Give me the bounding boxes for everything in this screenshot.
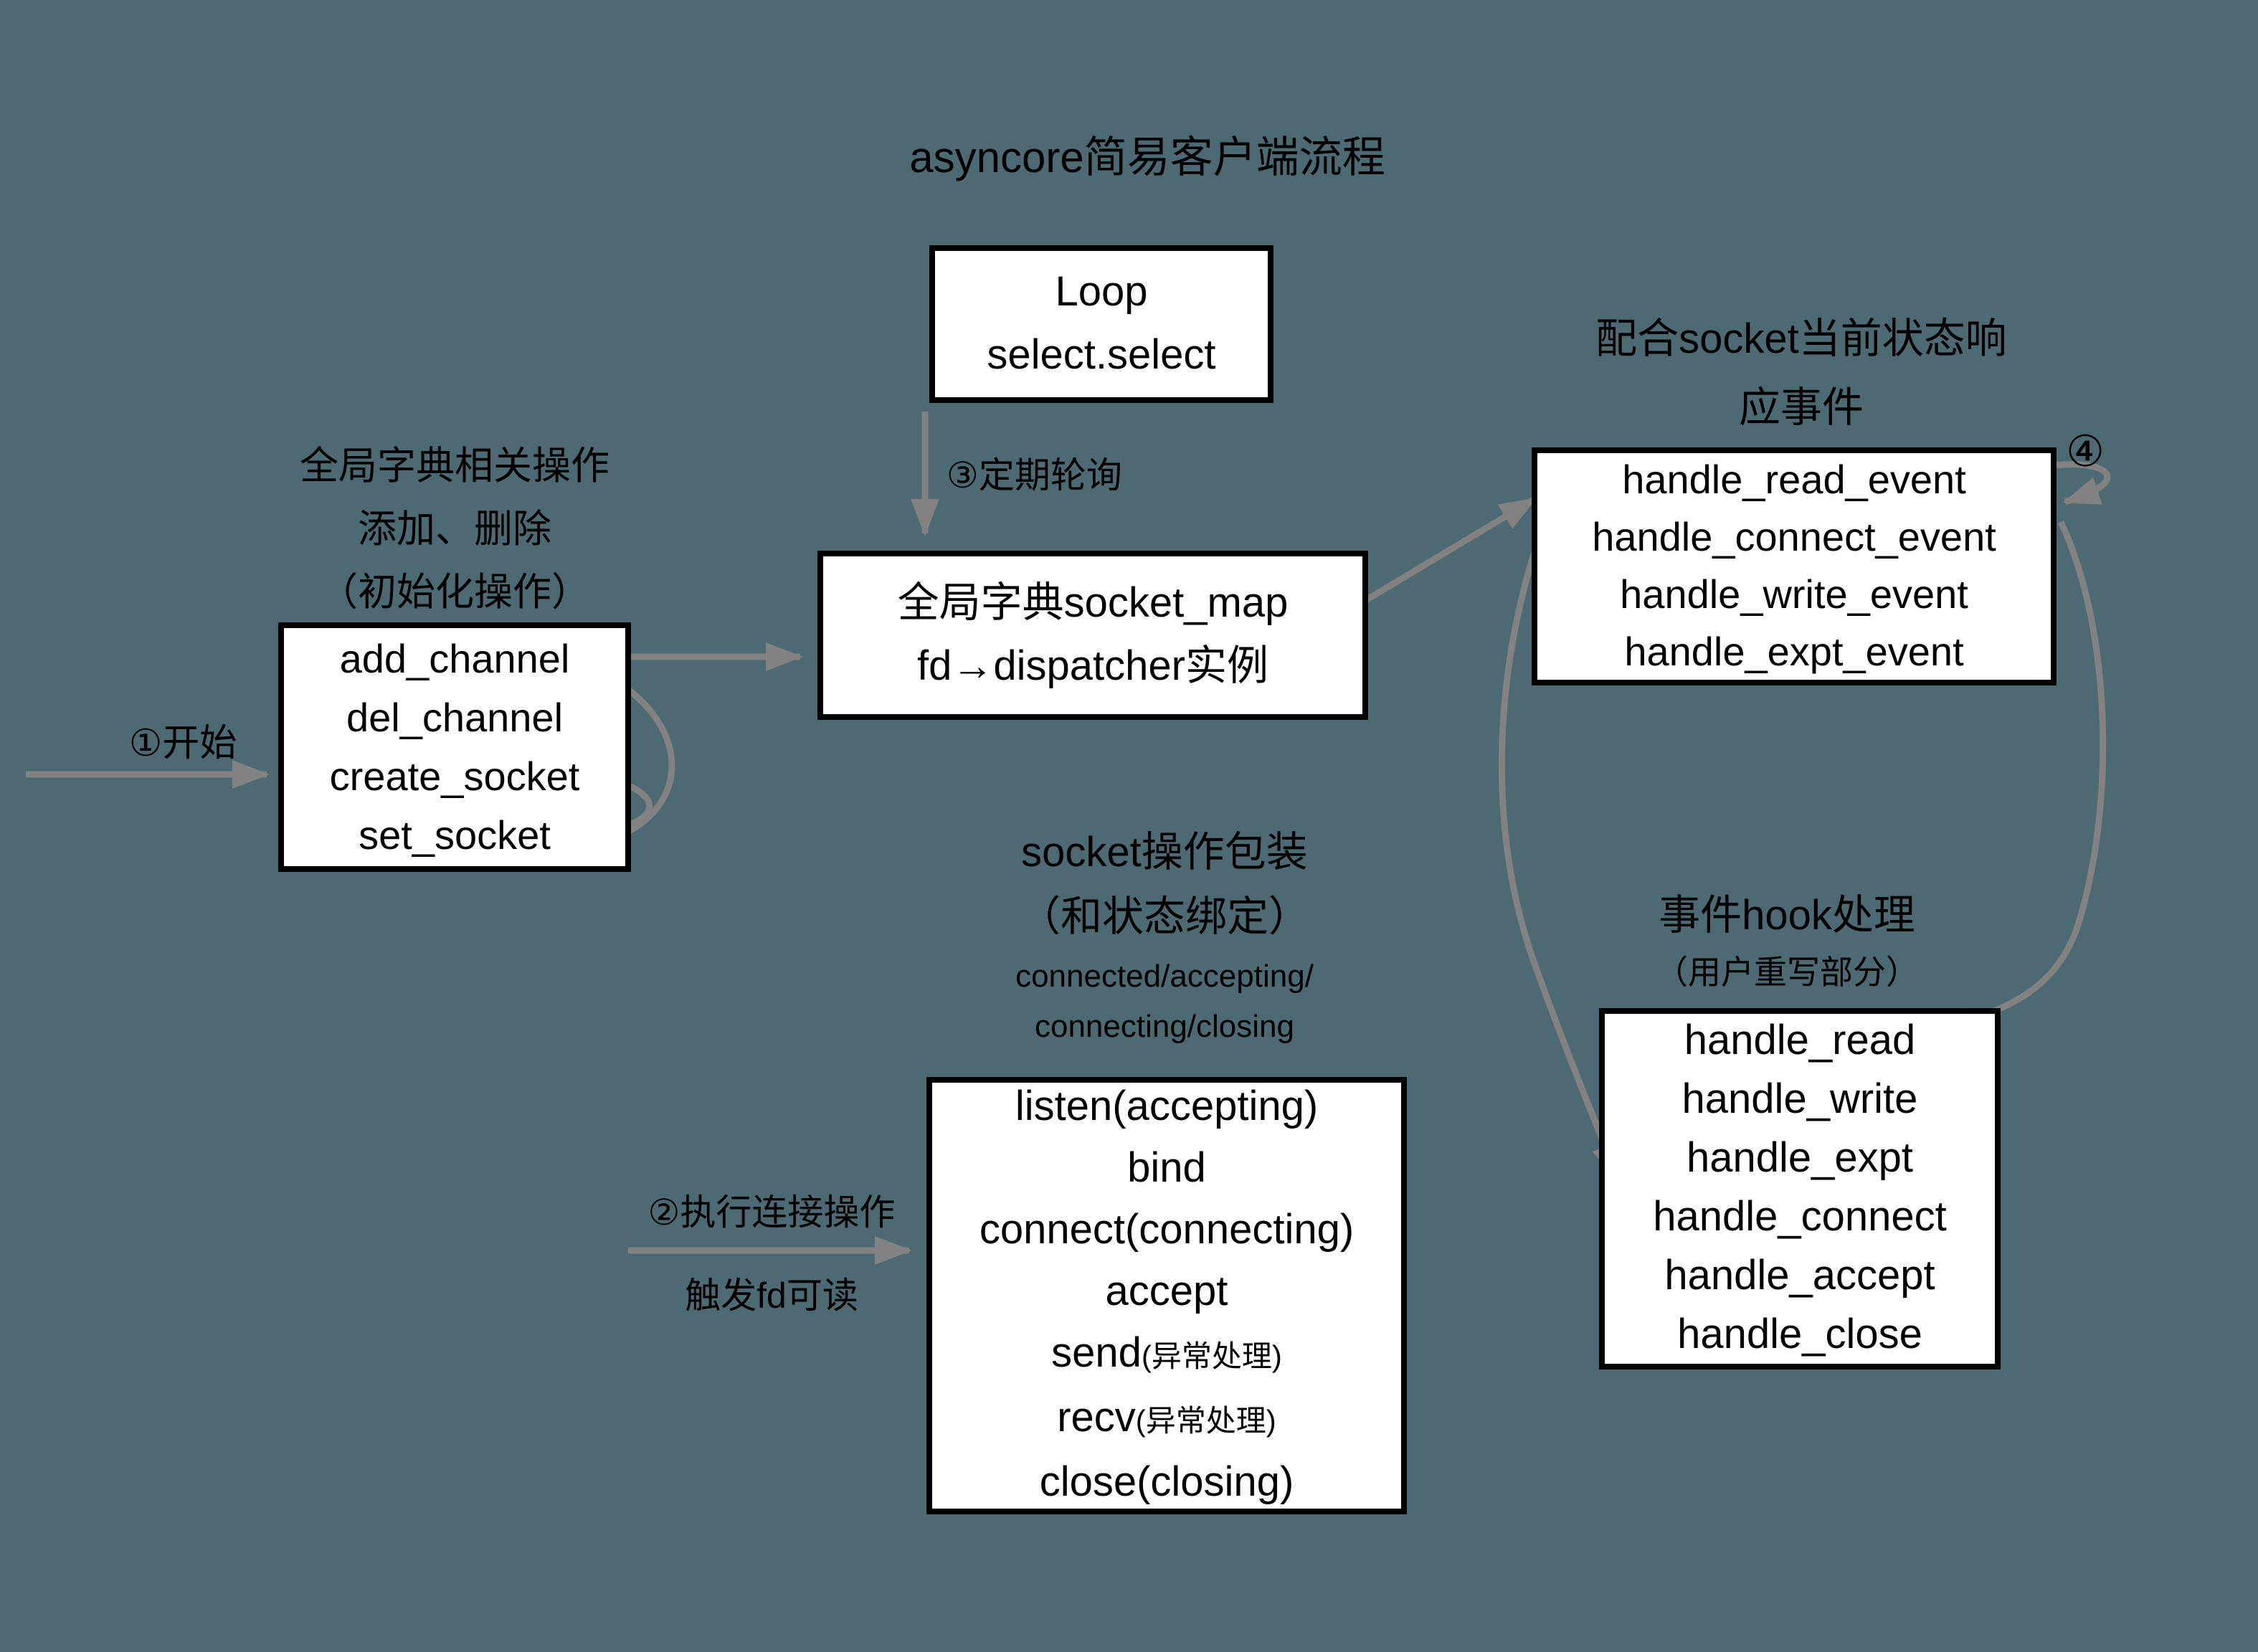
socket-wrap-label: socket操作包装 （和状态绑定） connected/accepting/ …	[878, 822, 1451, 1051]
arrow-events-to-handleconnect	[1498, 532, 1621, 1182]
wrap-line: connecting/closing	[1034, 1008, 1294, 1044]
box-line: handle_read	[1684, 1018, 1916, 1064]
hook-line: 事件hook处理	[1659, 893, 1915, 939]
hook-line: （用户重写部分）	[1655, 954, 1919, 991]
dict-ops-line: 添加、删除	[358, 508, 551, 551]
box-line: set_socket	[359, 813, 551, 858]
box-line: handle_read_event	[1622, 457, 1966, 502]
box-line: del_channel	[346, 696, 564, 740]
box-line: select.select	[987, 333, 1216, 379]
box-line: close(closing)	[1039, 1460, 1294, 1506]
respond-line: 配合socket当前状态响	[1595, 317, 2007, 363]
box-line: bind	[1127, 1146, 1206, 1192]
wrap-line: socket操作包装	[1021, 830, 1308, 876]
box-line: create_socket	[329, 754, 580, 799]
box-line: fd→dispatcher实例	[917, 644, 1268, 690]
box-line: listen(accepting)	[1015, 1084, 1319, 1130]
socket-map-box: 全局字典socket_map fd→dispatcher实例	[817, 551, 1368, 720]
box-line: handle_expt_event	[1624, 630, 1964, 674]
step3-poll-label: ③定期轮询	[947, 456, 1122, 496]
step4-badge: ④	[2066, 429, 2105, 476]
wrap-line: connected/accepting/	[1015, 958, 1314, 994]
respond-events-label: 配合socket当前状态响 应事件	[1500, 305, 2102, 443]
step2-label-line2: 触发fd可读	[685, 1276, 858, 1316]
dict-ops-line: （初始化操作）	[319, 571, 590, 614]
box-line: 全局字典socket_map	[897, 581, 1289, 627]
event-hook-label: 事件hook处理 （用户重写部分）	[1572, 886, 2002, 998]
box-line: handle_accept	[1664, 1253, 1935, 1299]
box-line: handle_write	[1681, 1077, 1918, 1123]
box-line: add_channel	[339, 637, 570, 681]
step2-label-line1: ②执行连接操作	[647, 1193, 896, 1233]
box-line: Loop	[1055, 270, 1148, 315]
box-line: handle_close	[1677, 1312, 1922, 1358]
channel-functions-box: add_channel del_channel create_socket set_s…	[278, 622, 631, 872]
socket-operations-box: listen(accepting) bind connect(connecting)…	[926, 1077, 1407, 1514]
loop-select-box: Loop select.select	[929, 245, 1273, 403]
respond-line: 应事件	[1738, 386, 1864, 432]
box-line: send(异常处理)	[1051, 1331, 1282, 1377]
dict-ops-label: 全局字典相关操作 添加、删除 （初始化操作）	[239, 435, 670, 624]
box-line: handle_expt	[1686, 1136, 1914, 1182]
box-line: recv(异常处理)	[1057, 1395, 1276, 1441]
wrap-line: （和状态绑定）	[1018, 895, 1310, 941]
diagram-title: asyncore简易客户端流程	[909, 135, 1385, 182]
arrow-events-self-loop	[2033, 461, 2111, 505]
box-line: handle_connect_event	[1592, 515, 1996, 559]
box-line: accept	[1105, 1269, 1228, 1315]
dict-ops-line: 全局字典相关操作	[300, 445, 609, 488]
step1-start-label: ①开始	[128, 721, 237, 764]
box-line: handle_connect	[1653, 1195, 1947, 1240]
arrow-events-to-handleread	[1933, 521, 2107, 1035]
box-line: handle_write_event	[1620, 572, 1968, 617]
box-line: connect(connecting)	[979, 1207, 1355, 1253]
